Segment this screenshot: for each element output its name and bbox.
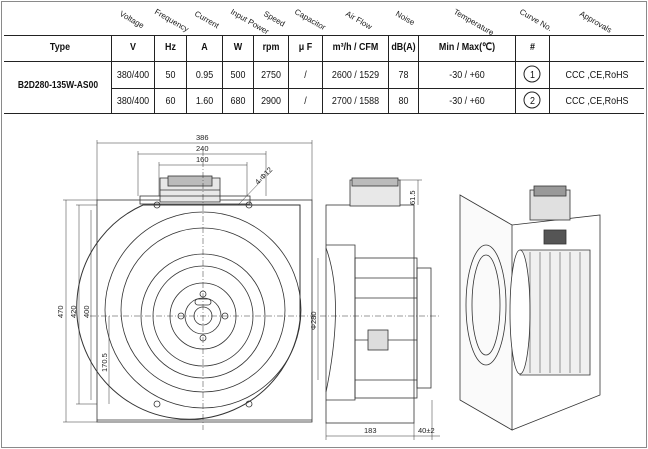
dim-height-inner: 400 — [82, 305, 91, 318]
iso-back-plate — [459, 194, 513, 431]
r1-airflow: 2600 / 1529 — [331, 69, 380, 81]
r2-frequency: 60 — [165, 95, 176, 107]
side-motor — [354, 257, 418, 399]
iso-inlet-ring — [465, 244, 507, 366]
dim-side-diameter: Φ280 — [309, 312, 318, 331]
r1-capacitor: / — [304, 69, 307, 81]
iso-impeller — [519, 249, 591, 376]
unit-voltage: V — [130, 41, 136, 53]
unit-speed: rpm — [262, 41, 280, 53]
unit-curve: # — [530, 41, 535, 53]
unit-temperature: Min / Max(℃) — [438, 41, 496, 53]
r2-airflow: 2700 / 1588 — [331, 95, 380, 107]
r2-current: 1.60 — [195, 95, 214, 107]
r2-voltage: 380/400 — [116, 95, 150, 107]
unit-frequency: Hz — [165, 41, 176, 53]
front-housing — [96, 199, 313, 423]
dim-offset: 170.5 — [100, 353, 109, 372]
model-name: B2D280-135W-AS00 — [17, 80, 99, 91]
type-label: Type — [49, 41, 71, 53]
dim-height-mid: 420 — [69, 305, 78, 318]
r2-approvals: CCC ,CE,RoHS — [565, 95, 629, 107]
front-view — [76, 150, 318, 430]
r1-approvals: CCC ,CE,RoHS — [565, 69, 629, 81]
r1-current: 0.95 — [195, 69, 214, 81]
side-housing — [325, 204, 415, 424]
unit-current: A — [201, 41, 208, 53]
dim-holes: 4-Φ12 — [253, 165, 274, 186]
dim-side-depth: 183 — [364, 426, 377, 435]
r2-power: 680 — [230, 95, 246, 107]
dim-side-flange: 40±2 — [418, 426, 435, 435]
dim-side-top: 61.5 — [408, 190, 417, 205]
r2-noise: 80 — [398, 95, 409, 107]
unit-airflow: m³/h / CFM — [332, 41, 379, 53]
dim-height-total: 470 — [56, 305, 65, 318]
isometric-view — [459, 185, 601, 431]
unit-capacitor: μ F — [298, 41, 313, 53]
unit-noise: dB(A) — [391, 41, 416, 53]
r2-speed: 2900 — [261, 95, 281, 107]
r1-noise: 78 — [398, 69, 409, 81]
r1-speed: 2750 — [261, 69, 281, 81]
unit-power: W — [233, 41, 243, 53]
front-dimensions — [63, 140, 313, 423]
r2-capacitor: / — [304, 95, 307, 107]
dim-width-total: 386 — [196, 133, 209, 142]
side-view — [320, 177, 440, 424]
r1-power: 500 — [230, 69, 246, 81]
dim-width-mid: 240 — [196, 144, 209, 153]
r1-temperature: -30 / +60 — [449, 69, 485, 81]
r2-temperature: -30 / +60 — [449, 95, 485, 107]
r1-voltage: 380/400 — [116, 69, 150, 81]
dim-width-inner: 160 — [196, 155, 209, 164]
side-dimensions — [317, 179, 440, 440]
r1-frequency: 50 — [165, 69, 176, 81]
